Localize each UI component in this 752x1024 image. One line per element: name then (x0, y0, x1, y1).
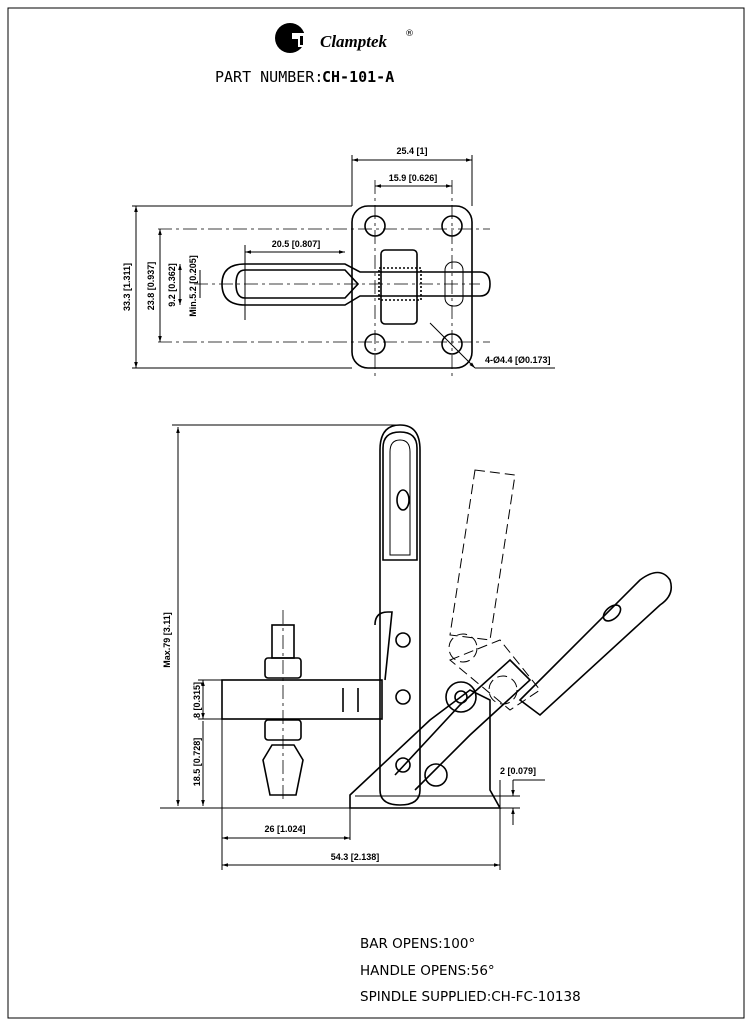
dim-overall-height: 33.3 [1.311] (122, 263, 132, 311)
note-spindle: SPINDLE SUPPLIED:CH-FC-10138 (360, 989, 581, 1005)
dim-holes: 4-Ø4.4 [Ø0.173] (485, 355, 551, 365)
dim-hole-spacing-x: 15.9 [0.626] (389, 173, 438, 183)
dim-bar-width: 9.2 [0.362] (167, 263, 177, 307)
dim-max-height: Max.79 [3.11] (162, 612, 172, 668)
part-number-value: CH-101-A (322, 68, 394, 86)
dim-reach: 26 [1.024] (264, 824, 305, 834)
dim-slot-width: Min.5.2 [0.205] (188, 255, 198, 317)
dim-overall-width: 25.4 [1] (396, 146, 427, 156)
drawing-border (7, 7, 745, 1019)
dim-base-thickness: 2 [0.079] (500, 766, 536, 776)
dim-overall-length: 54.3 [2.138] (331, 852, 380, 862)
dim-hole-spacing-y: 23.8 [0.937] (146, 262, 156, 311)
dim-bar-height: 18.5 [0.728] (192, 738, 202, 787)
top-view (132, 155, 555, 376)
note-bar-opens: BAR OPENS:100° (360, 936, 475, 952)
logo-brand: Clamptek (320, 32, 388, 51)
logo: Clamptek ® (275, 23, 414, 53)
side-view (160, 424, 673, 870)
note-handle-opens: HANDLE OPENS:56° (360, 963, 495, 979)
dim-bar-thickness: 8 [0.315] (192, 682, 202, 718)
dim-handle-length: 20.5 [0.807] (272, 239, 321, 249)
part-number-label: PART NUMBER: (215, 68, 323, 86)
registered-mark: ® (405, 29, 414, 39)
